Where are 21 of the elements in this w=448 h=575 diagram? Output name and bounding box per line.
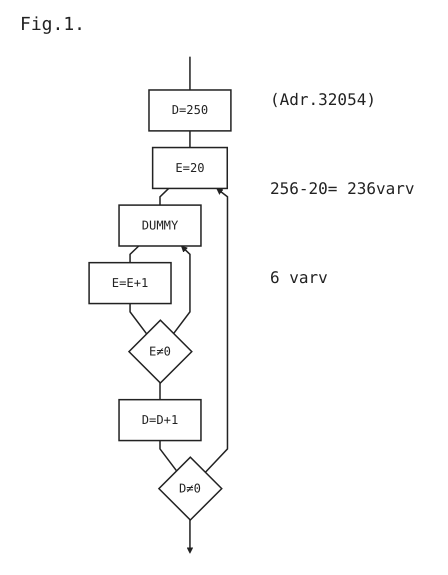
node-box: E=20 xyxy=(152,146,228,190)
connector xyxy=(129,245,140,263)
node-diamond: D≠0 xyxy=(158,456,223,522)
address-note: (Adr.32054) xyxy=(270,90,377,109)
node-box: D=D+1 xyxy=(118,398,202,442)
node-box: E=E+1 xyxy=(88,262,172,304)
connector xyxy=(159,188,170,206)
connector xyxy=(189,130,191,148)
arrow xyxy=(204,188,228,473)
node-box: D=250 xyxy=(148,89,232,132)
node-diamond: E≠0 xyxy=(128,319,193,384)
connector xyxy=(159,383,161,400)
connector xyxy=(159,440,178,472)
connector xyxy=(129,304,148,334)
arrow xyxy=(172,246,191,334)
connector xyxy=(189,56,191,90)
node-box: DUMMY xyxy=(118,204,202,247)
loop-count-note: 6 varv xyxy=(270,268,329,287)
loop-count-note: 256-20= 236varv xyxy=(270,179,416,198)
figure-title: Fig.1. xyxy=(20,14,86,35)
arrow xyxy=(186,520,194,554)
